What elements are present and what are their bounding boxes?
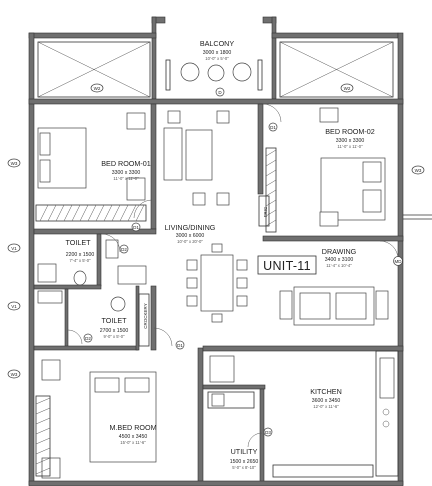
room-label-balcony: BALCONY 3000 x 1800 10'-0" x 5'-0" (200, 39, 235, 61)
svg-text:DRAWING: DRAWING (322, 247, 357, 256)
svg-text:10'-0" x 5'-0": 10'-0" x 5'-0" (205, 56, 229, 61)
fridge-label: FRIG (263, 206, 268, 217)
svg-text:W3: W3 (11, 372, 18, 377)
svg-text:UTILITY: UTILITY (231, 447, 258, 456)
drawing-furniture (279, 286, 389, 326)
bedroom-01-furniture (35, 112, 147, 222)
room-label-master-bedroom: M.BED ROOM 4500 x 3450 15'-0" x 11'-6" (109, 423, 156, 445)
svg-text:MD: MD (395, 259, 403, 264)
svg-text:D: D (218, 90, 222, 95)
svg-text:W3: W3 (415, 168, 422, 173)
room-label-kitchen: KITCHEN 3600 x 3450 12'-0" x 11'-6" (310, 387, 342, 409)
svg-text:D2: D2 (121, 247, 127, 252)
svg-text:3600 x 3450: 3600 x 3450 (312, 398, 341, 404)
svg-text:D2: D2 (85, 336, 91, 341)
tag-d3-utility: D3 (263, 427, 273, 437)
tag-md: MD (393, 256, 403, 266)
svg-text:5'-0" x 8'-10": 5'-0" x 8'-10" (232, 465, 256, 470)
tag-v1-top: V1 (7, 243, 21, 253)
svg-text:TOILET: TOILET (65, 238, 91, 247)
svg-text:2700 x 1500: 2700 x 1500 (100, 328, 129, 334)
svg-text:11'-4" x 10'-4": 11'-4" x 10'-4" (326, 263, 352, 268)
toilet-1-fixtures (37, 239, 147, 286)
svg-text:3300 x 3300: 3300 x 3300 (112, 170, 141, 176)
svg-text:7'-4" x 5'-0": 7'-4" x 5'-0" (69, 258, 91, 263)
room-label-bedroom-02: BED ROOM-02 3300 x 3300 11'-0" x 11'-0" (325, 127, 375, 149)
svg-text:W2: W2 (344, 86, 351, 91)
unit-label: UNIT-11 (257, 255, 317, 275)
svg-text:W3: W3 (11, 161, 18, 166)
crockery-label: CROCKERY (143, 303, 148, 328)
svg-text:1500 x 2650: 1500 x 2650 (230, 459, 259, 465)
svg-text:M.BED ROOM: M.BED ROOM (109, 423, 156, 432)
svg-text:4500 x 3450: 4500 x 3450 (119, 434, 148, 440)
svg-text:D1: D1 (177, 343, 183, 348)
tag-d1-mbed: D1 (175, 340, 185, 350)
kitchen-fixtures (207, 350, 399, 478)
svg-text:15'-0" x 11'-6": 15'-0" x 11'-6" (120, 440, 146, 445)
tag-d1-bedroom02: D1 (268, 122, 278, 132)
room-label-toilet-1: TOILET 2200 x 1500 7'-4" x 5'-0" (65, 238, 94, 263)
tag-d2-toilet2: D2 (83, 333, 93, 343)
tag-v1-bottom: V1 (7, 301, 21, 311)
tag-w2-right: W2 (340, 83, 354, 93)
svg-text:W2: W2 (94, 86, 101, 91)
svg-text:D1: D1 (270, 125, 276, 130)
svg-text:3400 x 3100: 3400 x 3100 (325, 257, 354, 263)
svg-text:12'-0" x 11'-6": 12'-0" x 11'-6" (313, 404, 339, 409)
svg-text:11'-0" x 11'-0": 11'-0" x 11'-0" (113, 176, 139, 181)
tag-w3-right: W3 (411, 165, 425, 175)
room-label-bedroom-01: BED ROOM-01 3300 x 3300 11'-0" x 11'-0" (101, 159, 151, 181)
svg-text:10'-0" x 20'-0": 10'-0" x 20'-0" (177, 239, 203, 244)
master-bedroom-furniture (35, 359, 157, 479)
svg-text:BED ROOM-02: BED ROOM-02 (325, 127, 375, 136)
svg-text:BALCONY: BALCONY (200, 39, 235, 48)
tag-bubbles: W2 W2 D W3 W3 V1 V1 W3 (7, 83, 425, 437)
tag-w3-left-top: W3 (7, 158, 21, 168)
room-label-drawing: DRAWING 3400 x 3100 11'-4" x 10'-4" (322, 247, 357, 268)
svg-text:2200 x 1500: 2200 x 1500 (66, 252, 95, 258)
svg-text:TOILET: TOILET (101, 316, 127, 325)
room-label-living-dining: LIVING/DINING 3000 x 6000 10'-0" x 20'-0… (165, 223, 216, 244)
planter-left (37, 41, 151, 98)
tag-w3-left-bottom: W3 (7, 369, 21, 379)
tag-d1-bedroom01: D1 (131, 222, 141, 232)
toilet-2-fixtures (37, 290, 150, 347)
room-label-toilet-2: TOILET 2700 x 1500 9'-0" x 5'-0" (100, 316, 129, 339)
svg-text:V1: V1 (11, 304, 17, 309)
tag-w2-left: W2 (90, 83, 104, 93)
svg-text:V1: V1 (11, 246, 17, 251)
svg-text:LIVING/DINING: LIVING/DINING (165, 223, 216, 232)
svg-text:KITCHEN: KITCHEN (310, 387, 342, 396)
svg-text:9'-0" x 5'-0": 9'-0" x 5'-0" (103, 334, 125, 339)
bedroom-02-furniture (258, 107, 386, 233)
svg-text:3000 x 1800: 3000 x 1800 (203, 50, 232, 56)
svg-text:3000 x 6000: 3000 x 6000 (176, 233, 205, 239)
svg-text:UNIT-11: UNIT-11 (263, 259, 311, 273)
svg-text:D1: D1 (133, 225, 139, 230)
svg-text:3300 x 3300: 3300 x 3300 (336, 138, 365, 144)
svg-text:D3: D3 (265, 430, 271, 435)
tag-d-balcony: D (215, 87, 225, 97)
balcony-furniture (165, 59, 263, 91)
tag-d2-toilet1: D2 (119, 244, 129, 254)
living-dining-furniture (163, 110, 248, 323)
svg-text:11'-0" x 11'-0": 11'-0" x 11'-0" (337, 144, 363, 149)
room-label-utility: UTILITY 1500 x 2650 5'-0" x 8'-10" (230, 447, 259, 470)
svg-text:BED ROOM-01: BED ROOM-01 (101, 159, 151, 168)
planter-right (279, 41, 394, 98)
